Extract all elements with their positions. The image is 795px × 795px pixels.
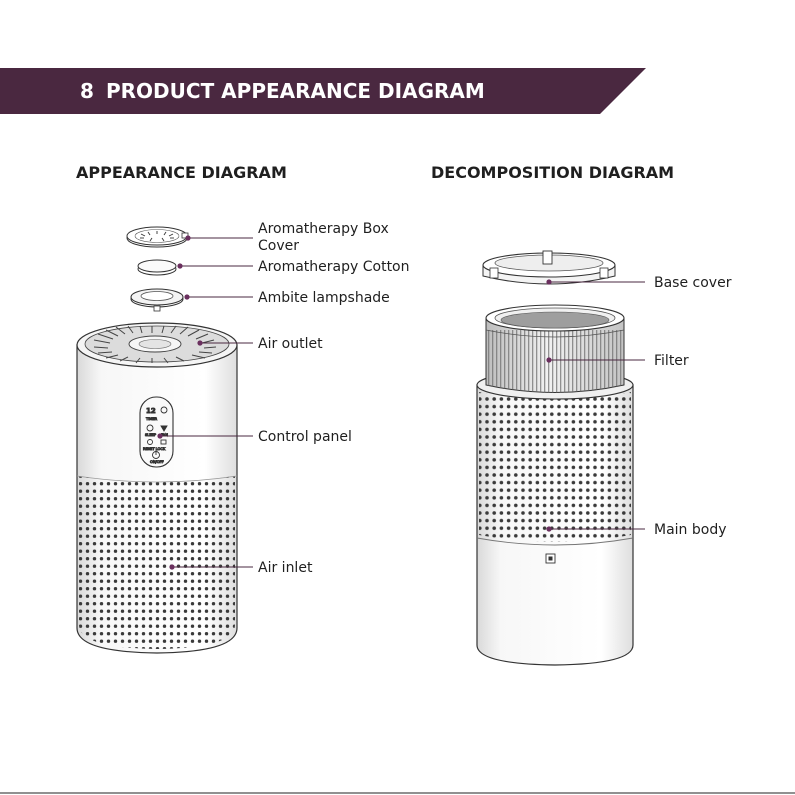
banner-title: PRODUCT APPEARANCE DIAGRAM [106, 79, 485, 103]
label-base-cover: Base cover [654, 275, 732, 291]
label-main-body: Main body [654, 522, 727, 538]
decomposition-title: DECOMPOSITION DIAGRAM [431, 163, 674, 182]
lampshade-part [131, 289, 183, 311]
label-air-inlet: Air inlet [258, 560, 313, 576]
appearance-title: APPEARANCE DIAGRAM [76, 163, 287, 182]
label-aroma-box-cover-line2: Cover [258, 238, 299, 254]
label-air-outlet: Air outlet [258, 336, 323, 352]
svg-text:12: 12 [146, 407, 156, 415]
label-lampshade: Ambite lampshade [258, 290, 390, 306]
label-control-panel: Control panel [258, 429, 352, 445]
main-body-part [477, 371, 633, 665]
header-banner: 8 PRODUCT APPEARANCE DIAGRAM [0, 68, 646, 114]
purifier-body: 12 TIMER SLEEP FAN RESET LOCK ON/OFF [77, 323, 237, 653]
decomposition-diagram [477, 251, 633, 665]
label-aroma-box-cover-line1: Aromatherapy Box [258, 221, 389, 237]
svg-text:TIMER: TIMER [145, 417, 158, 421]
aroma-cotton-part [138, 260, 176, 275]
control-panel-face [140, 397, 173, 467]
base-cover-part [483, 251, 615, 284]
aroma-box-cover-part [127, 227, 188, 247]
label-filter: Filter [654, 353, 689, 369]
svg-text:ON/OFF: ON/OFF [150, 460, 164, 464]
filter-part [486, 305, 624, 393]
svg-text:SLEEP: SLEEP [145, 433, 157, 437]
banner-number: 8 [80, 79, 94, 103]
label-aroma-cotton: Aromatherapy Cotton [258, 259, 410, 275]
svg-text:RESET LOCK: RESET LOCK [143, 447, 166, 451]
appearance-diagram: 12 TIMER SLEEP FAN RESET LOCK ON/OFF [77, 227, 237, 653]
